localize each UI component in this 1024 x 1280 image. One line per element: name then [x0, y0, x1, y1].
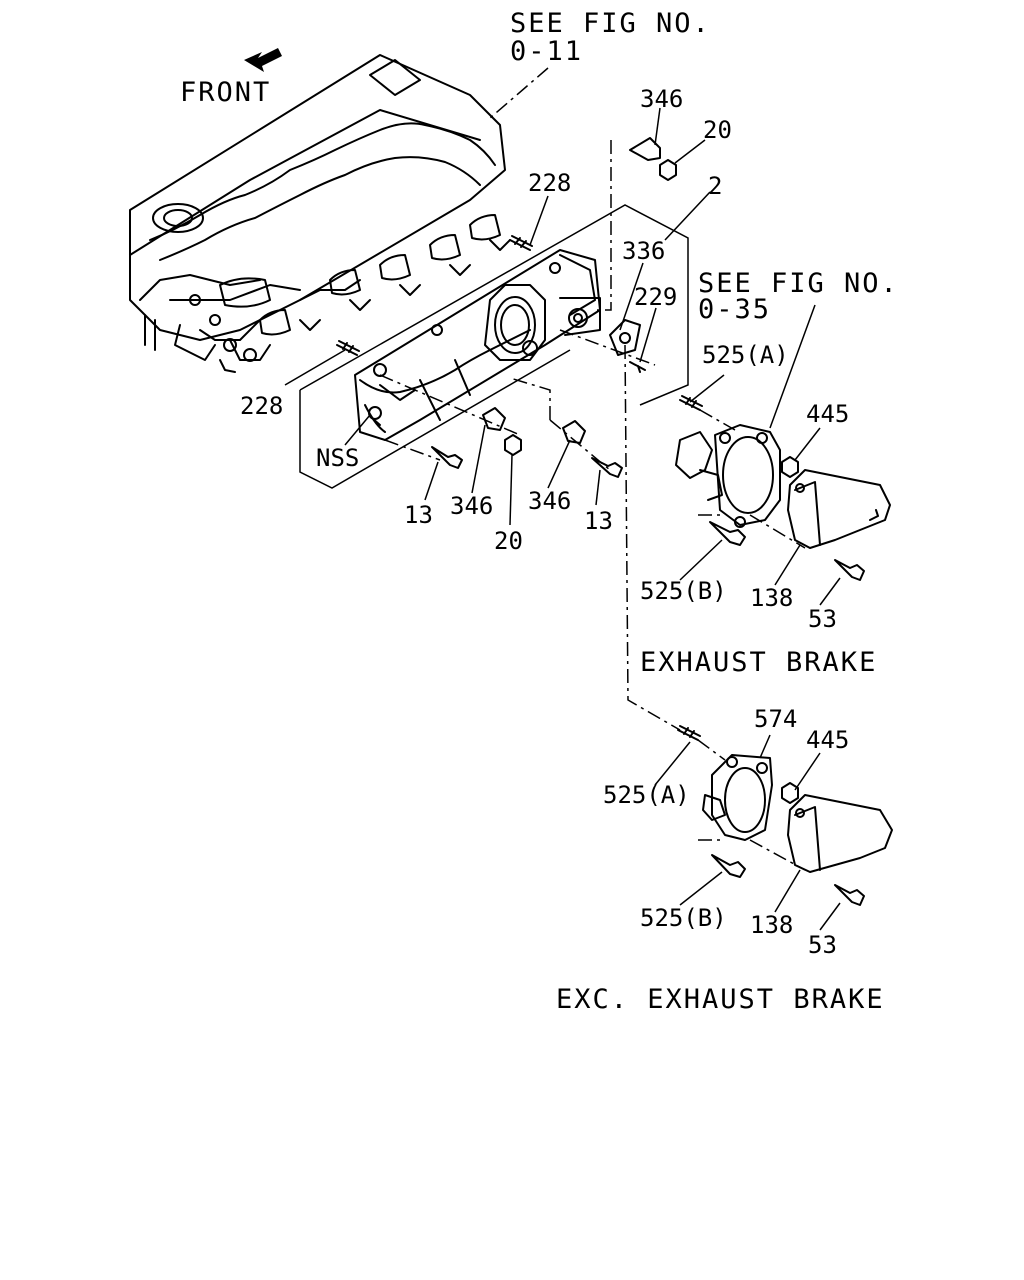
callout-labels: 346 20 2 228 336 229 525(A) 445 228 NSS …: [240, 85, 849, 959]
callout-13-mid: 13: [584, 507, 613, 535]
callout-2: 2: [708, 172, 722, 200]
callout-445-upper: 445: [806, 400, 849, 428]
callout-346-mid1: 346: [450, 492, 493, 520]
callout-525b-upper: 525(B): [640, 577, 727, 605]
callout-20-top: 20: [703, 116, 732, 144]
exhaust-manifold: [299, 204, 689, 489]
callout-53-upper: 53: [808, 605, 837, 633]
callout-525a-lower: 525(A): [603, 781, 690, 809]
callout-138-lower: 138: [750, 911, 793, 939]
callout-nss: NSS: [316, 444, 359, 472]
see-fig-note-middle-line1: SEE FIG NO.: [698, 268, 899, 299]
caption-exhaust-brake: EXHAUST BRAKE: [640, 647, 877, 678]
callout-228-left: 228: [240, 392, 283, 420]
front-direction-arrow: FRONT: [180, 48, 282, 108]
callout-13-left: 13: [404, 501, 433, 529]
callout-228-top: 228: [528, 169, 571, 197]
caption-exc-exhaust-brake: EXC. EXHAUST BRAKE: [556, 984, 885, 1015]
see-fig-note-upper-line2: 0-11: [510, 36, 583, 67]
callout-336: 336: [622, 237, 665, 265]
callout-346-top: 346: [640, 85, 683, 113]
callout-346-mid2: 346: [528, 487, 571, 515]
see-fig-note-upper: SEE FIG NO. 0-11: [489, 8, 711, 119]
engine-cylinder-head: [129, 54, 511, 373]
see-fig-note-middle-line2: 0-35: [698, 294, 771, 325]
callout-138-upper: 138: [750, 584, 793, 612]
front-label: FRONT: [180, 77, 271, 108]
callout-525b-lower: 525(B): [640, 904, 727, 932]
callout-20-mid: 20: [494, 527, 523, 555]
fasteners: [336, 137, 677, 478]
section-captions: EXHAUST BRAKE EXC. EXHAUST BRAKE: [556, 647, 885, 1015]
callout-574: 574: [754, 705, 797, 733]
exhaust-brake-assembly: [624, 344, 891, 731]
see-fig-note-upper-line1: SEE FIG NO.: [510, 8, 711, 39]
callout-229: 229: [634, 283, 677, 311]
callout-445-lower: 445: [806, 726, 849, 754]
callout-525a-upper: 525(A): [702, 341, 789, 369]
see-fig-note-middle: SEE FIG NO. 0-35: [698, 268, 899, 429]
exc-exhaust-brake-assembly: [677, 725, 893, 906]
callout-53-lower: 53: [808, 931, 837, 959]
leader-lines: [284, 107, 841, 931]
